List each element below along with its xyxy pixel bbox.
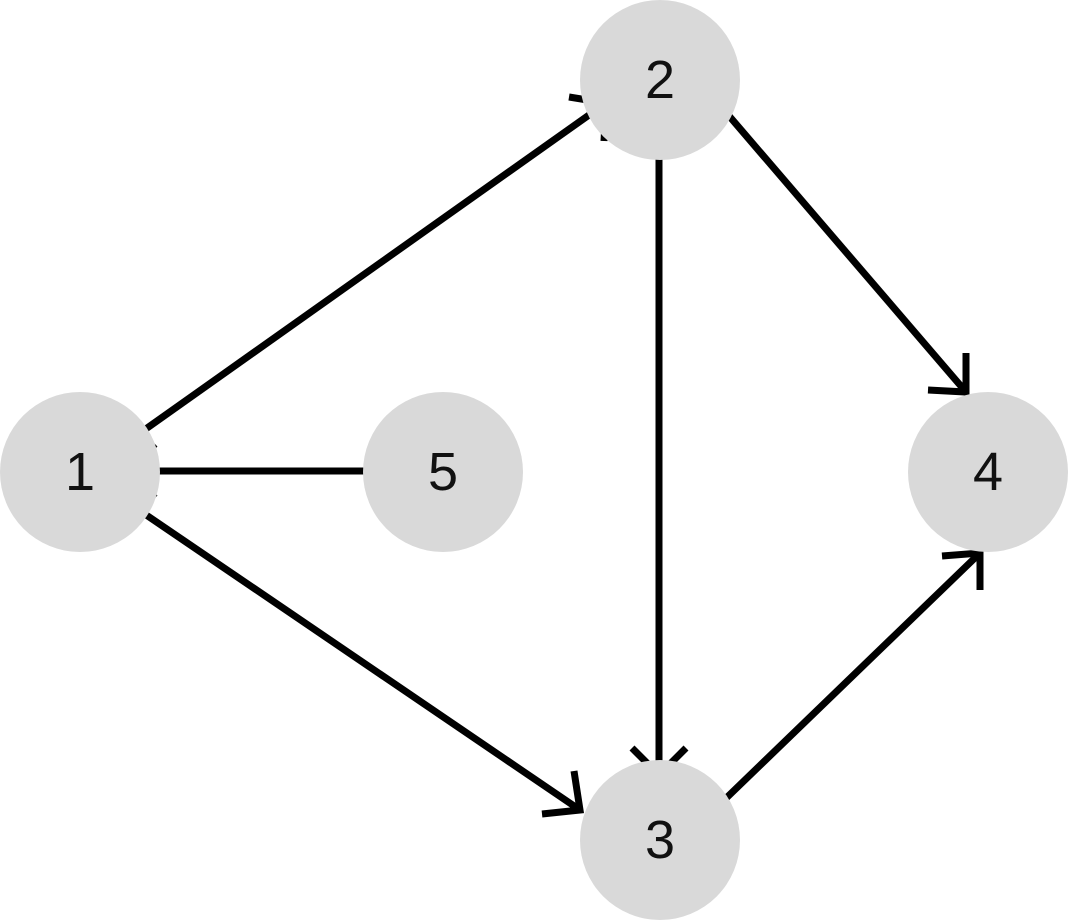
node-1-label: 1 [64, 442, 96, 502]
edge-3-to-4 [715, 549, 984, 809]
edge-1-to-3 [131, 503, 585, 818]
node-3-label: 3 [644, 810, 676, 870]
node-4-label: 4 [972, 442, 1004, 502]
edge-2-to-4-arrowhead [927, 353, 970, 396]
edge-1-to-2 [130, 93, 610, 441]
edge-1-to-3-arrowhead [541, 770, 585, 818]
node-3: 3 [580, 760, 740, 920]
edge-3-to-4-line [715, 550, 983, 809]
node-2: 2 [580, 0, 740, 160]
node-1: 1 [0, 392, 160, 552]
edge-2-to-4-line [715, 100, 969, 395]
edge-3-to-4-arrowhead [941, 549, 984, 590]
edge-2-to-4 [715, 100, 970, 396]
node-5-label: 5 [427, 442, 459, 502]
edge-1-to-2-line [130, 100, 609, 441]
node-2-label: 2 [644, 50, 676, 110]
edge-2-to-3 [629, 124, 689, 780]
edge-1-to-3-line [131, 503, 582, 813]
node-5: 5 [363, 392, 523, 552]
node-4: 4 [908, 392, 1068, 552]
